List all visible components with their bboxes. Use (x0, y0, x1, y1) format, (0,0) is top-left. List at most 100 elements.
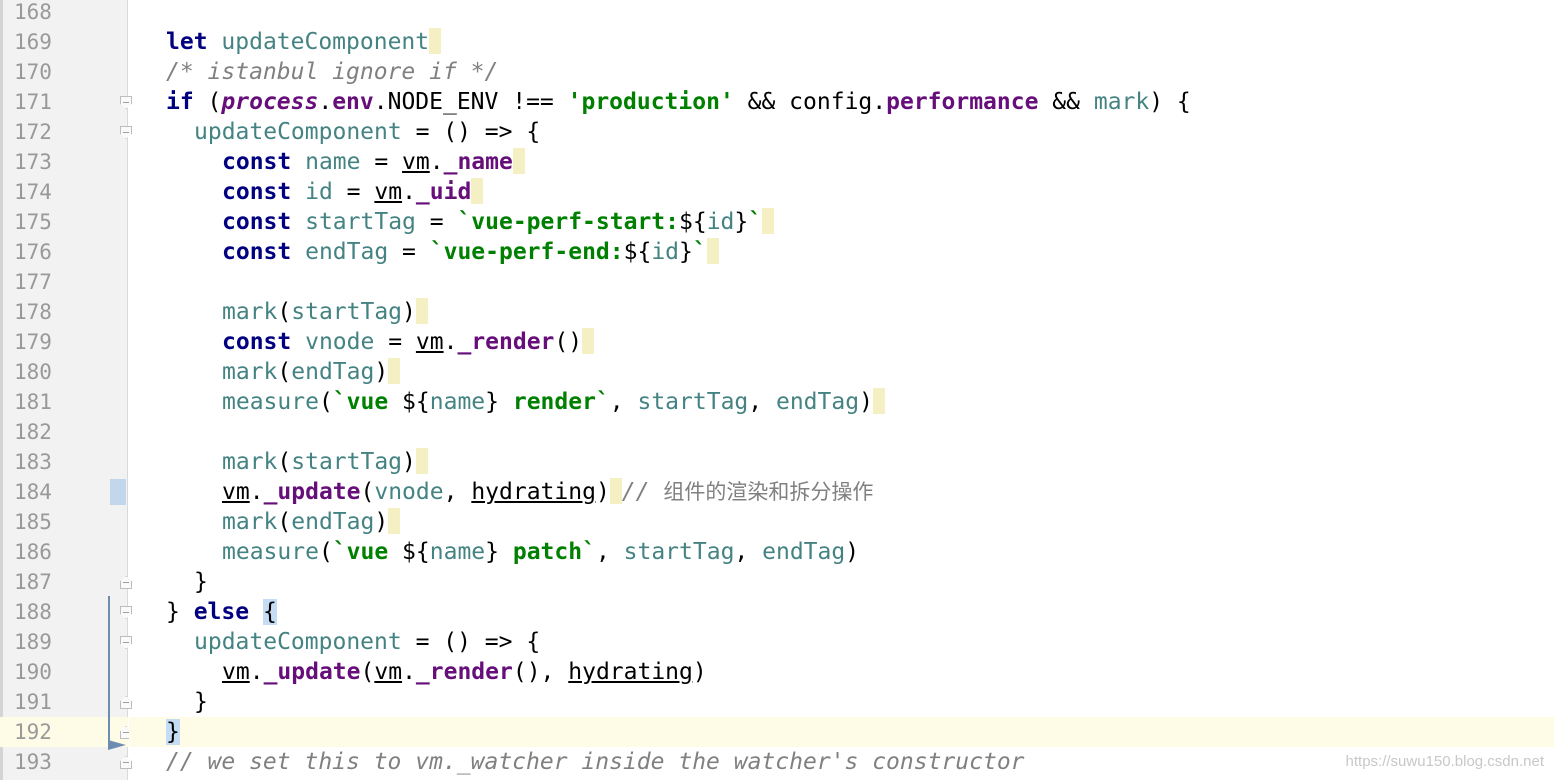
code-line[interactable]: mark(endTag) (129, 507, 1554, 537)
code-token: mark (1093, 89, 1150, 115)
code-token: ( (277, 449, 292, 475)
code-text: } (194, 567, 208, 597)
code-line[interactable]: const vnode = vm._render() (129, 327, 1554, 357)
code-token: mark (222, 449, 278, 475)
line-number: 170 (14, 60, 52, 84)
code-token (291, 209, 305, 235)
line-number: 176 (14, 240, 52, 264)
code-line[interactable]: mark(startTag) (129, 447, 1554, 477)
gutter-line[interactable]: 171 (0, 87, 128, 117)
highlight-marker (872, 388, 885, 414)
gutter-line[interactable]: 192 (0, 717, 128, 747)
code-token: const (222, 179, 292, 205)
code-line[interactable]: measure(`vue ${name} render`, startTag, … (129, 387, 1554, 417)
code-line[interactable]: /* istanbul ignore if */ (129, 57, 1554, 87)
gutter-line[interactable]: 188 (0, 597, 128, 627)
code-token (208, 29, 222, 55)
gutter-line[interactable]: 176 (0, 237, 128, 267)
code-token: ( (318, 389, 333, 415)
code-token: ) (859, 389, 873, 415)
gutter-line[interactable]: 193 (0, 747, 128, 777)
code-line[interactable] (129, 267, 1554, 297)
code-token: . (402, 659, 416, 685)
fold-collapse-icon[interactable] (120, 606, 132, 619)
code-line[interactable]: // we set this to vm._watcher inside the… (129, 747, 1554, 777)
gutter-line[interactable]: 182 (0, 417, 128, 447)
code-token: endTag (291, 509, 375, 535)
change-marker[interactable] (110, 479, 126, 505)
code-token: ) (402, 299, 416, 325)
code-line[interactable]: const endTag = `vue-perf-end:${id}` (129, 237, 1554, 267)
code-token: (), (512, 659, 569, 685)
gutter-line[interactable]: 189 (0, 627, 128, 657)
code-token: . (429, 149, 444, 175)
code-line[interactable]: } (129, 567, 1554, 597)
code-token: ( (360, 479, 375, 505)
highlight-marker (706, 238, 719, 264)
highlight-marker (429, 28, 442, 54)
gutter-line[interactable]: 187 (0, 567, 128, 597)
gutter-line[interactable]: 183 (0, 447, 128, 477)
gutter-line[interactable]: 170 (0, 57, 128, 87)
code-line[interactable]: const id = vm._uid (129, 177, 1554, 207)
fold-collapse-icon[interactable] (120, 96, 132, 109)
scope-indicator (108, 596, 110, 746)
code-token: startTag (291, 299, 403, 325)
code-token: startTag (637, 389, 749, 415)
code-text: updateComponent = () => { (194, 627, 540, 657)
line-number: 180 (14, 360, 52, 384)
code-token: vm (374, 179, 403, 205)
code-line[interactable]: const name = vm._name (129, 147, 1554, 177)
code-line[interactable]: const startTag = `vue-perf-start:${id}` (129, 207, 1554, 237)
gutter-line[interactable]: 168 (0, 0, 128, 27)
gutter-line[interactable]: 181 (0, 387, 128, 417)
code-text: mark(startTag) (222, 297, 428, 327)
gutter-line[interactable]: 191 (0, 687, 128, 717)
code-line[interactable]: updateComponent = () => { (129, 117, 1554, 147)
code-line[interactable]: if (process.env.NODE_ENV !== 'production… (129, 87, 1554, 117)
gutter-line[interactable]: 184 (0, 477, 128, 507)
code-token: ( (277, 359, 292, 385)
code-line[interactable]: measure(`vue ${name} patch`, startTag, e… (129, 537, 1554, 567)
gutter-line[interactable]: 173 (0, 147, 128, 177)
gutter-line[interactable]: 179 (0, 327, 128, 357)
code-line[interactable]: mark(startTag) (129, 297, 1554, 327)
current-code-line[interactable]: } (129, 717, 1554, 747)
line-number: 183 (14, 450, 52, 474)
code-token: updateComponent (221, 29, 430, 55)
code-line[interactable]: let updateComponent (129, 27, 1554, 57)
code-line[interactable]: } else { (129, 597, 1554, 627)
gutter-line[interactable]: 172 (0, 117, 128, 147)
fold-end-icon[interactable] (120, 576, 132, 589)
code-token: measure (222, 539, 319, 565)
code-line[interactable] (129, 0, 1554, 27)
code-area[interactable]: let updateComponent/* istanbul ignore if… (129, 0, 1554, 780)
code-text: const endTag = `vue-perf-end:${id}` (222, 237, 719, 267)
code-token: _render (457, 329, 555, 355)
gutter-line[interactable]: 190 (0, 657, 128, 687)
code-token: endTag (291, 359, 375, 385)
gutter-line[interactable]: 185 (0, 507, 128, 537)
fold-collapse-icon[interactable] (120, 126, 132, 139)
code-token: endTag (762, 539, 846, 565)
code-line[interactable]: vm._update(vnode, hydrating)// 组件的渲染和拆分操… (129, 477, 1554, 507)
code-line[interactable]: } (129, 687, 1554, 717)
code-line[interactable]: vm._update(vm._render(), hydrating) (129, 657, 1554, 687)
code-line[interactable]: updateComponent = () => { (129, 627, 1554, 657)
fold-collapse-icon[interactable] (120, 636, 132, 649)
gutter-line[interactable]: 178 (0, 297, 128, 327)
gutter-line[interactable]: 180 (0, 357, 128, 387)
gutter-line[interactable]: 169 (0, 27, 128, 57)
code-line[interactable]: mark(endTag) (129, 357, 1554, 387)
code-token: hydrating (471, 479, 596, 505)
code-token: if (166, 89, 194, 115)
fold-end-icon[interactable] (120, 696, 132, 709)
gutter-line[interactable]: 186 (0, 537, 128, 567)
gutter-line[interactable]: 174 (0, 177, 128, 207)
gutter-line[interactable]: 177 (0, 267, 128, 297)
code-line[interactable] (129, 417, 1554, 447)
gutter-line[interactable]: 175 (0, 207, 128, 237)
fold-end-icon[interactable] (120, 756, 132, 769)
